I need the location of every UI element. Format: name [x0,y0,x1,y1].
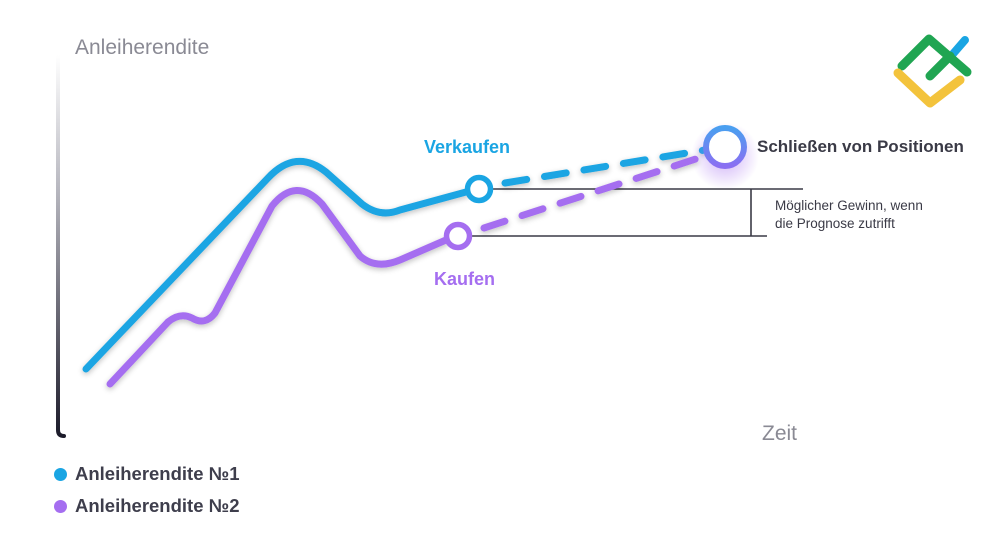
buy-marker [443,221,473,251]
sell-marker [464,174,494,204]
buy-annotation: Kaufen [434,269,496,289]
axes [56,53,745,438]
legend-dot-icon [54,467,67,481]
legend: Anleiherendite №1 Anleiherendite №2 [54,458,240,522]
legend-label: Anleiherendite №2 [75,495,240,516]
series-1-line [82,146,709,373]
close-positions-annotation: Schließen von Positionen [757,137,964,156]
profit-annotation-line-1: Möglicher Gewinn, wenn [775,198,923,213]
series-2-line [106,152,709,388]
legend-item-series-2: Anleiherendite №2 [54,490,240,522]
sell-annotation: Verkaufen [424,137,511,157]
x-axis-label: Zeit [762,422,798,445]
profit-annotation-line-2: die Prognose zutrifft [775,216,895,231]
brand-logo-icon [893,34,972,108]
profit-annotation: Möglicher Gewinn, wenn die Prognose zutr… [775,197,975,233]
legend-label: Anleiherendite №1 [75,463,240,484]
series-1-projection [501,146,709,187]
legend-item-series-1: Anleiherendite №1 [54,458,240,490]
close-position-marker [691,122,759,190]
legend-dot-icon [54,499,67,513]
series-2-projection [480,152,709,232]
y-axis [56,53,66,438]
profit-bracket [470,188,803,237]
y-axis-label: Anleiherendite [75,36,210,59]
